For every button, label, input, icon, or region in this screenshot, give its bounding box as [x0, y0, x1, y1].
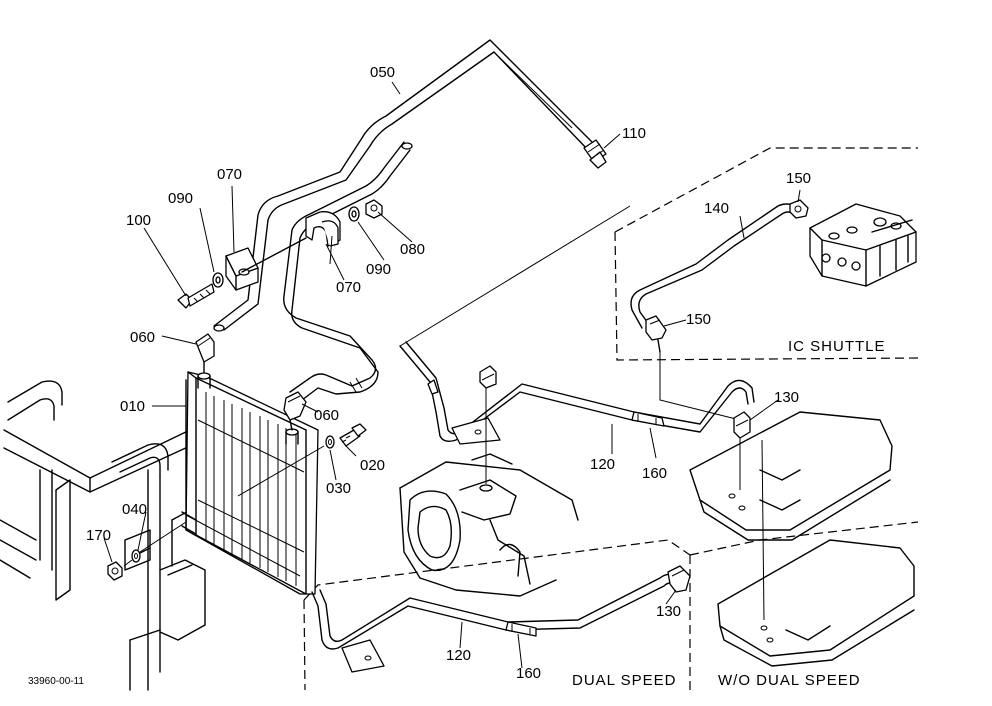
caption-ic-shuttle: IC SHUTTLE [788, 338, 886, 355]
label-060-top: 060 [130, 329, 155, 346]
caption-wo-dual-speed: W/O DUAL SPEED [718, 672, 861, 689]
label-140: 140 [704, 200, 729, 217]
label-150-top: 150 [786, 170, 811, 187]
label-090-left: 090 [168, 190, 193, 207]
figure-code: 33960-00-11 [28, 676, 84, 687]
label-130-lower: 130 [656, 603, 681, 620]
leader-lines [103, 81, 801, 669]
caption-dual-speed: DUAL SPEED [572, 672, 676, 689]
label-120-lower: 120 [446, 647, 471, 664]
label-070-bottom: 070 [336, 279, 361, 296]
return-hose [283, 141, 413, 401]
label-060-mid: 060 [314, 407, 339, 424]
label-030: 030 [326, 480, 351, 497]
part-labels: 050 110 070 090 100 070 090 080 060 010 … [28, 64, 886, 689]
pipe-120-lower [311, 565, 691, 673]
elbow-060-top [195, 333, 215, 373]
label-160-upper: 160 [642, 465, 667, 482]
label-050: 050 [370, 64, 395, 81]
label-100: 100 [126, 212, 151, 229]
oil-cooler [181, 371, 319, 595]
label-170: 170 [86, 527, 111, 544]
label-160-lower: 160 [516, 665, 541, 682]
label-150-bottom: 150 [686, 311, 711, 328]
label-090-right: 090 [366, 261, 391, 278]
label-110: 110 [622, 125, 646, 142]
pipe-120-upper [399, 205, 755, 484]
label-010: 010 [120, 398, 145, 415]
transmission-housing [399, 453, 579, 597]
label-080: 080 [400, 241, 425, 258]
hose-140 [630, 199, 809, 421]
fitting-130-upper [733, 411, 751, 490]
bolt-020 [237, 423, 367, 497]
label-040: 040 [122, 501, 147, 518]
nut-170 [107, 521, 187, 581]
mounting-plate-lower [717, 539, 915, 667]
valve-block [809, 203, 917, 287]
fitting-110 [583, 139, 607, 169]
label-130-upper: 130 [774, 389, 799, 406]
label-120-upper: 120 [590, 456, 615, 473]
label-020: 020 [360, 457, 385, 474]
elbow-060-mid [283, 391, 307, 431]
tractor-frame [0, 380, 206, 691]
mounting-plate-upper [689, 411, 893, 621]
label-070-top: 070 [217, 166, 242, 183]
hose-050 [213, 39, 597, 332]
